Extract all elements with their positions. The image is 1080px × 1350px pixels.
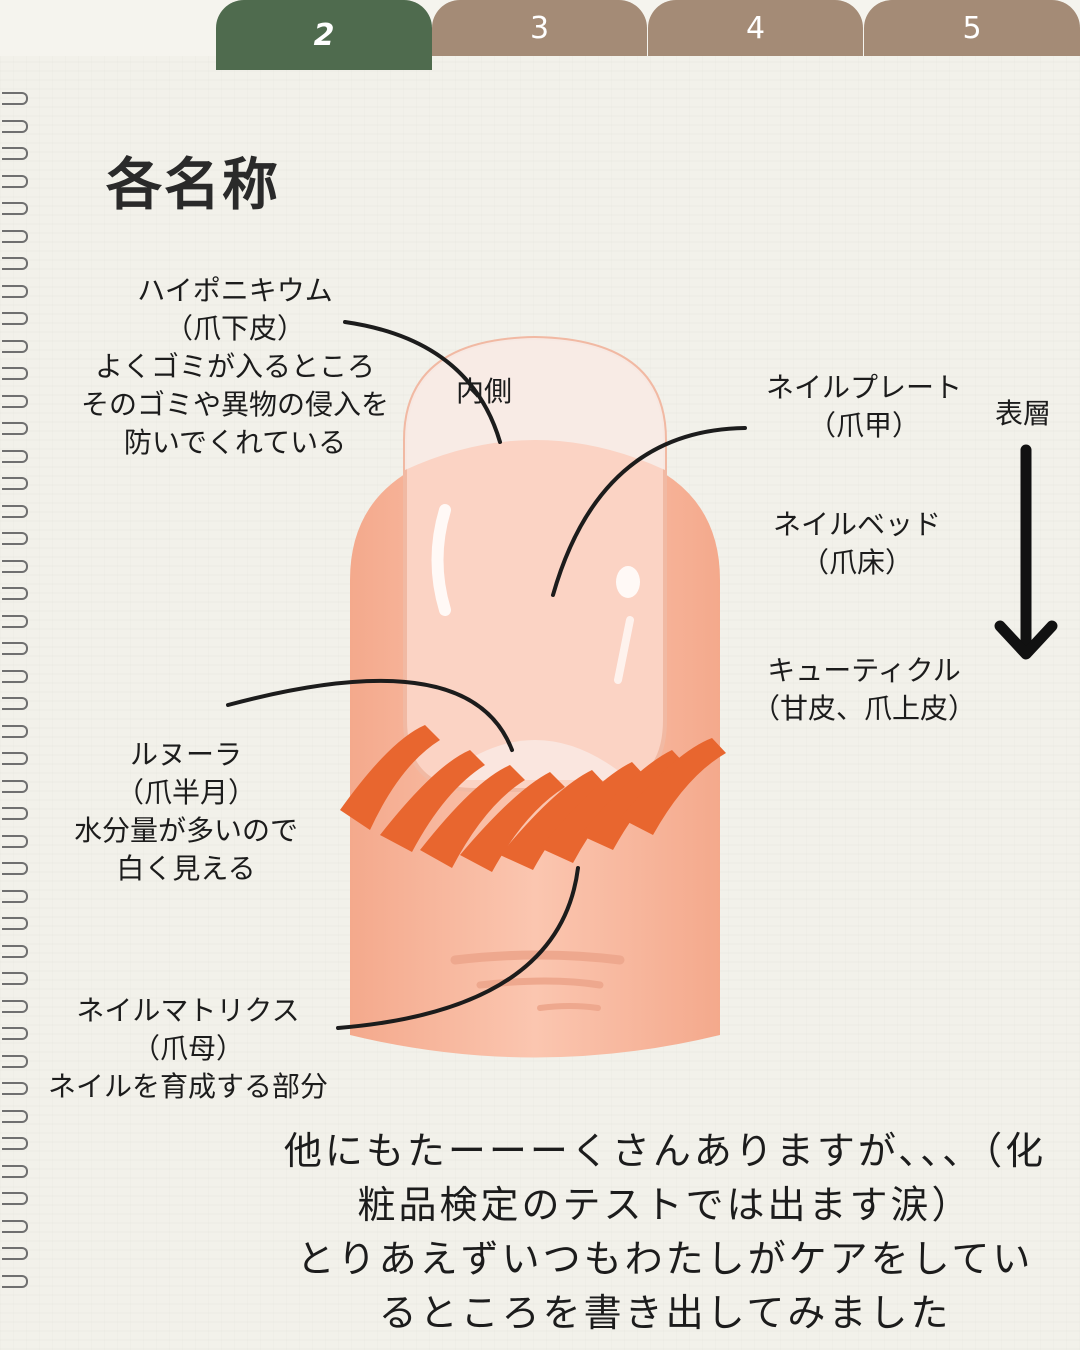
spiral-coil [2, 724, 28, 738]
tab-4-label: 4 [745, 10, 766, 46]
spiral-coil [2, 449, 28, 463]
spiral-coil [2, 532, 28, 545]
lunula-name: ルヌーラ [129, 738, 242, 771]
spiral-coil [2, 1164, 28, 1178]
cuticle-name: キューティクル [767, 654, 961, 687]
bottom-note-line-4: るところを書き出してみました [378, 1291, 952, 1335]
bottom-note: 他にもたーーーくさんありますが、、、（化 粧品検定のテストでは出ます涙） とりあ… [270, 1124, 1060, 1340]
lunula-desc-2: 白く見える [116, 852, 256, 885]
spiral-coil [2, 1192, 28, 1205]
hyponychium-label: ハイポニキウム （爪下皮） よくゴミが入るところ そのゴミや異物の侵入を 防いで… [60, 272, 410, 462]
down-arrow-icon [994, 444, 1058, 660]
tab-5-label: 5 [962, 10, 982, 46]
spiral-coil [2, 312, 28, 325]
spiral-coil [2, 587, 28, 600]
spiral-coil [2, 1109, 28, 1123]
lunula-label: ルヌーラ （爪半月） 水分量が多いので 白く見える [58, 736, 314, 888]
spiral-coil [2, 257, 28, 270]
tab-3[interactable]: 3 [432, 0, 647, 56]
spiral-coil [2, 697, 28, 710]
matrix-reading: （爪母） [131, 1032, 244, 1065]
spiral-coil [2, 807, 28, 820]
bottom-note-line-3: とりあえずいつもわたしがケアをしてい [296, 1237, 1034, 1281]
spiral-coil [2, 174, 28, 188]
spiral-coil [2, 669, 28, 683]
nail-plate-reading: （爪甲） [807, 409, 920, 442]
nail-plate-label: ネイルプレート （爪甲） [752, 369, 976, 445]
spiral-binding-icon [0, 92, 30, 1322]
tab-2-label: 2 [313, 17, 335, 53]
spiral-coil [2, 147, 28, 160]
lunula-reading: （爪半月） [115, 776, 256, 809]
spiral-coil [2, 1219, 28, 1233]
spiral-coil [2, 944, 28, 958]
spiral-coil [2, 972, 28, 985]
hyponychium-reading: （爪下皮） [164, 312, 305, 345]
matrix-name: ネイルマトリクス [76, 994, 300, 1027]
spiral-coil [2, 394, 28, 408]
spiral-coil [2, 1274, 28, 1288]
tab-5[interactable]: 5 [864, 0, 1080, 56]
spiral-coil [2, 367, 28, 380]
cuticle-reading: （甘皮、爪上皮） [752, 692, 977, 725]
cuticle-label: キューティクル （甘皮、爪上皮） [752, 652, 976, 728]
spiral-coil [2, 339, 28, 353]
spiral-coil [2, 229, 28, 243]
spiral-coil [2, 284, 28, 298]
nail-bed-reading: （爪床） [800, 546, 913, 579]
spiral-coil [2, 1082, 28, 1095]
spiral-coil [2, 917, 28, 930]
spiral-coil [2, 834, 28, 848]
inner-label: 内側 [456, 375, 513, 408]
page-tabs: 2 3 4 5 [0, 0, 1080, 70]
matrix-label: ネイルマトリクス （爪母） ネイルを育成する部分 [32, 992, 344, 1106]
spiral-coil [2, 504, 28, 518]
spiral-coil [2, 999, 28, 1013]
spiral-coil [2, 1247, 28, 1260]
matrix-desc: ネイルを育成する部分 [47, 1070, 328, 1103]
spiral-coil [2, 559, 28, 573]
lunula-desc-1: 水分量が多いので [73, 814, 298, 847]
spiral-coil [2, 862, 28, 875]
page-title: 各名称 [106, 153, 280, 218]
spiral-coil [2, 889, 28, 903]
spiral-coil [2, 422, 28, 435]
hyponychium-name: ハイポニキウム [137, 274, 333, 307]
spiral-coil [2, 1054, 28, 1068]
spiral-coil [2, 614, 28, 628]
nail-bed-name: ネイルベッド [772, 508, 941, 541]
spiral-coil [2, 119, 28, 133]
spiral-coil [2, 642, 28, 655]
spiral-coil [2, 477, 28, 490]
spiral-coil [2, 1027, 28, 1040]
spiral-coil [2, 202, 28, 215]
spiral-coil [2, 1137, 28, 1150]
hyponychium-desc-2: そのゴミや異物の侵入を [80, 388, 389, 421]
nail-bed-label: ネイルベッド （爪床） [752, 506, 962, 582]
spiral-coil [2, 779, 28, 793]
tab-3-label: 3 [529, 10, 550, 46]
bottom-note-line-2: 粧品検定のテストでは出ます涙） [357, 1183, 973, 1227]
nail-plate-name: ネイルプレート [765, 371, 962, 404]
hyponychium-desc-3: 防いでくれている [123, 426, 347, 459]
cuticle-stripes [340, 725, 726, 872]
tab-2[interactable]: 2 [216, 0, 432, 70]
bottom-note-line-1: 他にもたーーーくさんありますが、、、（化 [283, 1129, 1047, 1173]
hyponychium-desc-1: よくゴミが入るところ [94, 350, 375, 383]
spiral-coil [2, 752, 28, 765]
surface-layer-label: 表層 [995, 397, 1052, 430]
spiral-coil [2, 92, 28, 105]
tab-4[interactable]: 4 [648, 0, 863, 56]
